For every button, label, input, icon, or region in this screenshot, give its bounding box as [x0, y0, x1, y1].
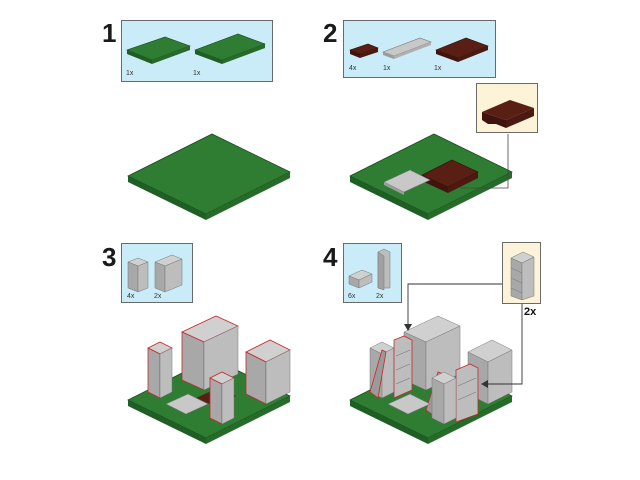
placement-arrow-left: [407, 283, 502, 326]
wall-subassembly-icon: [510, 251, 535, 301]
brown-plate-detail-icon: [482, 100, 534, 128]
green-plate-icon: [194, 33, 266, 64]
gray-brick-icon: [154, 254, 183, 293]
placement-arrow-right: [486, 304, 523, 385]
step-2-model: [349, 133, 513, 220]
part-qty: 6x: [348, 293, 356, 300]
gray-slope-icon: [377, 248, 391, 291]
part-qty: 2x: [376, 293, 384, 300]
callout-connector: [460, 134, 509, 189]
step-4-model: [349, 315, 513, 444]
part-qty: 2x: [154, 293, 162, 300]
step-number-2: 2: [323, 18, 338, 48]
green-plate-icon: [126, 36, 191, 64]
arrowhead-icon: [481, 380, 488, 388]
brown-plate-icon: [349, 43, 379, 58]
part-qty: 1x: [193, 70, 201, 77]
part-qty: 1x: [126, 70, 134, 77]
arrowhead-icon: [404, 324, 412, 331]
subassembly-multiplier: 2x: [524, 306, 537, 318]
gray-brick-icon: [348, 269, 373, 289]
step-number-1: 1: [102, 18, 117, 48]
parts-box-step-4: [343, 243, 402, 303]
gray-tile-icon: [382, 37, 432, 59]
part-qty: 1x: [383, 65, 391, 72]
step-3-model: [127, 315, 291, 444]
gray-brick-icon: [127, 257, 149, 293]
part-qty: 4x: [127, 293, 135, 300]
part-qty: 4x: [349, 65, 357, 72]
part-qty: 1x: [434, 65, 442, 72]
step-1-model: [127, 133, 291, 220]
brown-plate-icon: [435, 37, 489, 62]
step-number-3: 3: [102, 242, 117, 272]
step-number-4: 4: [323, 242, 338, 272]
